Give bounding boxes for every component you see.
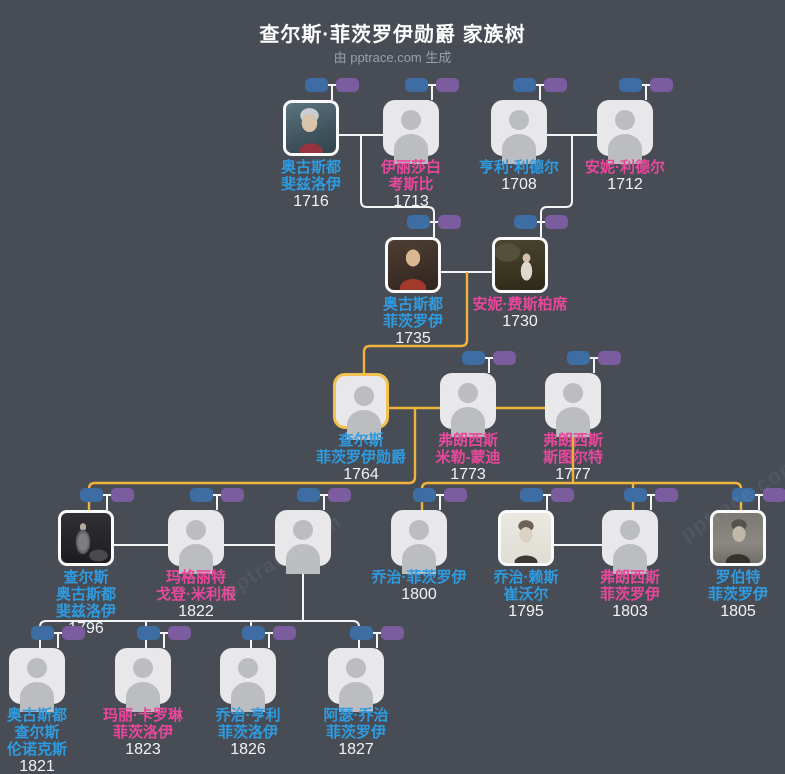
birth-year-frances-stewart-1777: 1777: [498, 466, 648, 483]
avatar-card-frances-fitzroy-1803[interactable]: [602, 510, 658, 566]
mother-pill-frances-fitzroy-1803[interactable]: [655, 488, 678, 502]
person-icon: [615, 110, 635, 130]
mother-pill-frances-miller-mundy-1773[interactable]: [493, 351, 516, 365]
portrait-card-augustus-fitzroy-1735[interactable]: [385, 237, 441, 293]
mother-pill-augustus-fitzroy-1735[interactable]: [438, 215, 461, 229]
person-icon: [238, 658, 258, 678]
person-icon: [293, 520, 313, 540]
mother-pill-augustus-charles-lennox-1821[interactable]: [62, 626, 85, 640]
mother-pill-robert-fitzroy-1805[interactable]: [763, 488, 785, 502]
father-pill-augustus-fitzroy-1735[interactable]: [407, 215, 430, 229]
father-pill-frances-miller-mundy-1773[interactable]: [462, 351, 485, 365]
portrait-card-charles-augustus-fitzroy-1796[interactable]: [58, 510, 114, 566]
father-pill-george-henry-fitzroy-1826[interactable]: [242, 626, 265, 640]
person-name-anne-liddell-1712: 安妮·利德尔: [550, 159, 700, 176]
mother-pill-george-henry-fitzroy-1826[interactable]: [273, 626, 296, 640]
highlighted-lineage-line: [422, 483, 741, 510]
father-pill-frances-stewart-1777[interactable]: [567, 351, 590, 365]
avatar-card-mary-caroline-fitzroy-1823[interactable]: [115, 648, 171, 704]
mother-pill-anne-liddell-1712[interactable]: [650, 78, 673, 92]
father-pill-arthur-george-fitzroy-1827[interactable]: [350, 626, 373, 640]
birth-year-margaret-gordon-milligan-1822: 1822: [121, 603, 271, 620]
birth-year-anne-fitzpatrick-1730: 1730: [445, 313, 595, 330]
avatar-card-george-henry-fitzroy-1826[interactable]: [220, 648, 276, 704]
person-icon: [563, 383, 583, 403]
mother-pill-frances-stewart-1777[interactable]: [598, 351, 621, 365]
person-icon: [458, 383, 478, 403]
avatar-card-unknown-spouse[interactable]: [275, 510, 331, 566]
mother-pill-augustus-fitzroy-1716[interactable]: [336, 78, 359, 92]
person-icon: [620, 520, 640, 540]
person-icon: [133, 658, 153, 678]
avatar-card-frances-miller-mundy-1773[interactable]: [440, 373, 496, 429]
birth-year-arthur-george-fitzroy-1827: 1827: [281, 741, 431, 758]
person-icon: [401, 110, 421, 130]
father-pill-unknown-spouse[interactable]: [297, 488, 320, 502]
father-pill-george-fitzroy-1800[interactable]: [413, 488, 436, 502]
page-subtitle: 由 pptrace.com 生成: [0, 47, 785, 66]
person-icon: [27, 658, 47, 678]
person-icon: [186, 520, 206, 540]
mother-pill-charles-augustus-fitzroy-1796[interactable]: [111, 488, 134, 502]
person-icon: [346, 658, 366, 678]
person-name-frances-stewart-1777: 弗朗西斯斯图尔特: [498, 432, 648, 466]
father-pill-augustus-fitzroy-1716[interactable]: [305, 78, 328, 92]
portrait-card-george-rice-trevor-1795[interactable]: [498, 510, 554, 566]
person-name-robert-fitzroy-1805: 罗伯特菲茨罗伊: [663, 569, 785, 603]
person-name-anne-fitzpatrick-1730: 安妮·费斯柏席: [445, 296, 595, 313]
person-icon-body: [286, 544, 320, 574]
mother-pill-george-fitzroy-1800[interactable]: [444, 488, 467, 502]
person-icon: [509, 110, 529, 130]
birth-year-elizabeth-cosby-1713: 1713: [336, 193, 486, 210]
page-title: 查尔斯·菲茨罗伊勋爵 家族树: [0, 18, 785, 47]
mother-pill-margaret-gordon-milligan-1822[interactable]: [221, 488, 244, 502]
portrait-card-robert-fitzroy-1805[interactable]: [710, 510, 766, 566]
mother-pill-henry-liddell-1708[interactable]: [544, 78, 567, 92]
avatar-card-augustus-charles-lennox-1821[interactable]: [9, 648, 65, 704]
avatar-card-anne-liddell-1712[interactable]: [597, 100, 653, 156]
father-pill-mary-caroline-fitzroy-1823[interactable]: [137, 626, 160, 640]
father-pill-margaret-gordon-milligan-1822[interactable]: [190, 488, 213, 502]
father-pill-charles-augustus-fitzroy-1796[interactable]: [80, 488, 103, 502]
avatar-card-charles-fitzroy-1764[interactable]: [333, 373, 389, 429]
birth-year-robert-fitzroy-1805: 1805: [663, 603, 785, 620]
portrait-card-anne-fitzpatrick-1730[interactable]: [492, 237, 548, 293]
mother-pill-arthur-george-fitzroy-1827[interactable]: [381, 626, 404, 640]
father-pill-george-rice-trevor-1795[interactable]: [520, 488, 543, 502]
avatar-card-henry-liddell-1708[interactable]: [491, 100, 547, 156]
mother-pill-george-rice-trevor-1795[interactable]: [551, 488, 574, 502]
mother-pill-elizabeth-cosby-1713[interactable]: [436, 78, 459, 92]
avatar-card-george-fitzroy-1800[interactable]: [391, 510, 447, 566]
avatar-card-arthur-george-fitzroy-1827[interactable]: [328, 648, 384, 704]
person-name-arthur-george-fitzroy-1827: 阿瑟·乔治菲茨罗伊: [281, 707, 431, 741]
person-icon: [409, 520, 429, 540]
father-pill-anne-liddell-1712[interactable]: [619, 78, 642, 92]
father-pill-henry-liddell-1708[interactable]: [513, 78, 536, 92]
mother-pill-anne-fitzpatrick-1730[interactable]: [545, 215, 568, 229]
birth-year-augustus-fitzroy-1735: 1735: [338, 330, 488, 347]
father-pill-augustus-charles-lennox-1821[interactable]: [31, 626, 54, 640]
birth-year-anne-liddell-1712: 1712: [550, 176, 700, 193]
father-pill-elizabeth-cosby-1713[interactable]: [405, 78, 428, 92]
mother-pill-unknown-spouse[interactable]: [328, 488, 351, 502]
person-name-margaret-gordon-milligan-1822: 玛格丽特戈登·米利根: [121, 569, 271, 603]
mother-pill-mary-caroline-fitzroy-1823[interactable]: [168, 626, 191, 640]
father-pill-frances-fitzroy-1803[interactable]: [624, 488, 647, 502]
portrait-card-augustus-fitzroy-1716[interactable]: [283, 100, 339, 156]
birth-year-augustus-charles-lennox-1821: 1821: [0, 758, 112, 774]
avatar-card-frances-stewart-1777[interactable]: [545, 373, 601, 429]
father-pill-anne-fitzpatrick-1730[interactable]: [514, 215, 537, 229]
father-pill-robert-fitzroy-1805[interactable]: [732, 488, 755, 502]
person-icon: [354, 386, 374, 406]
avatar-card-margaret-gordon-milligan-1822[interactable]: [168, 510, 224, 566]
avatar-card-elizabeth-cosby-1713[interactable]: [383, 100, 439, 156]
